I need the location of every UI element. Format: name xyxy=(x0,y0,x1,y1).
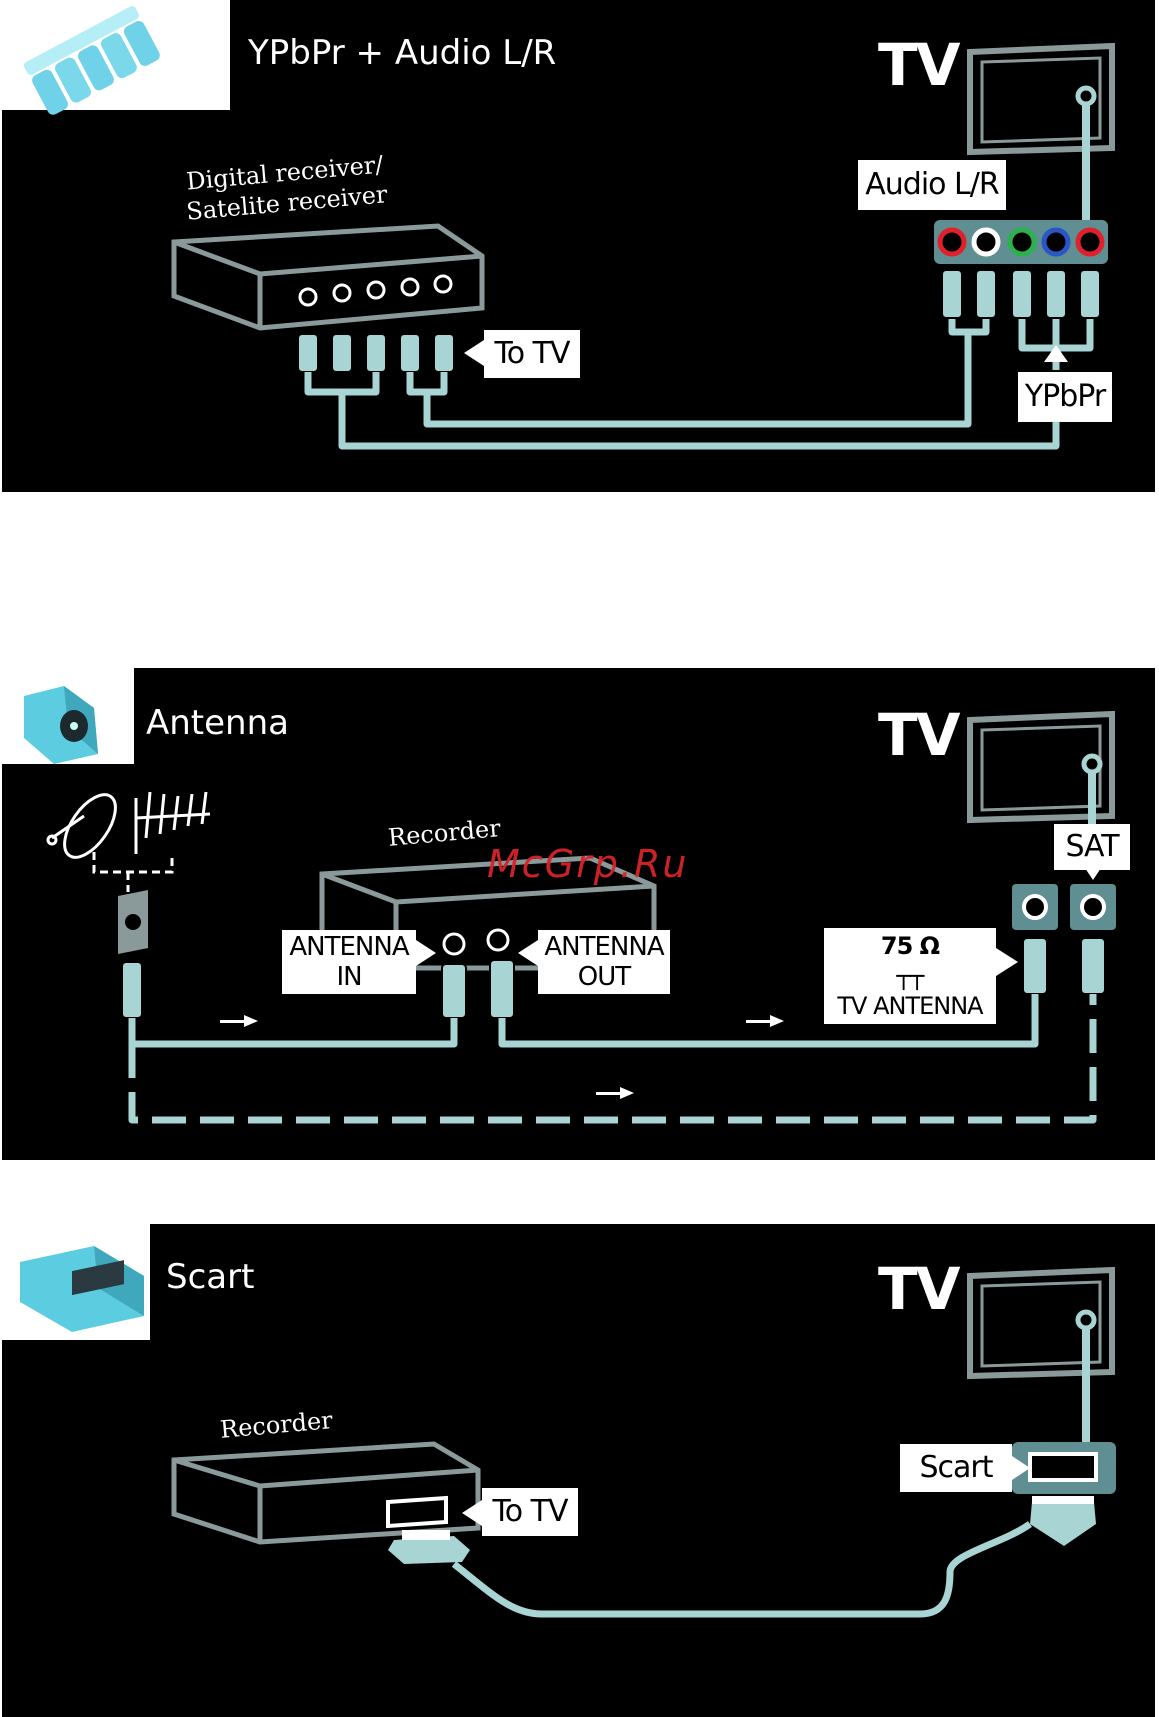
scart-callout: Scart xyxy=(900,1444,1012,1492)
antenna-connection-panel: Antenna TV Recorder ANTENNA IN ANTENNA O… xyxy=(2,668,1155,1160)
tv-label: TV xyxy=(878,706,958,764)
section-title: YPbPr + Audio L/R xyxy=(248,36,556,70)
tv-antenna-callout: 75 Ω ┬┬ TV ANTENNA xyxy=(824,928,996,1024)
antenna-in-line1: ANTENNA xyxy=(289,932,408,962)
ypbpr-callout: YPbPr xyxy=(1018,372,1112,422)
tv-label: TV xyxy=(878,36,958,94)
section-title: Antenna xyxy=(146,706,289,740)
antenna-symbol-icon: ┬┬ xyxy=(897,961,924,991)
to-tv-callout: To TV xyxy=(484,330,580,378)
receiver-plugs xyxy=(298,334,454,372)
tv-antenna-jacks xyxy=(1012,884,1116,994)
to-tv-callout: To TV xyxy=(482,1488,578,1536)
watermark-text: McGrp.Ru xyxy=(487,842,688,886)
tv-label: TV xyxy=(878,1260,958,1318)
tv-antenna-line1: 75 Ω xyxy=(881,931,939,961)
tv-scart-socket xyxy=(1012,1442,1116,1546)
scart-cable xyxy=(454,1524,1030,1614)
sat-callout: SAT xyxy=(1054,824,1130,870)
component-connectors-icon xyxy=(2,0,230,117)
ypbpr-connection-panel: YPbPr + Audio L/R TV Digital receiver/ S… xyxy=(2,0,1155,492)
antenna-out-callout: ANTENNA OUT xyxy=(538,930,670,994)
antenna-in-line2: IN xyxy=(336,962,361,992)
antenna-out-line2: OUT xyxy=(578,962,630,992)
antenna-out-line1: ANTENNA xyxy=(544,932,663,962)
recorder-device xyxy=(174,1444,478,1542)
satellite-dish-icon xyxy=(48,786,125,866)
ypbpr-cables xyxy=(308,318,1090,446)
digital-receiver-device xyxy=(174,226,482,328)
tv-icon xyxy=(970,1270,1112,1446)
tv-jack-panel xyxy=(934,220,1108,318)
scart-plug-icon xyxy=(2,1224,150,1340)
antenna-in-callout: ANTENNA IN xyxy=(282,930,416,994)
antenna-plug-icon xyxy=(2,668,134,764)
tv-icon xyxy=(970,714,1112,838)
wall-socket-icon xyxy=(118,890,148,1018)
section-title: Scart xyxy=(166,1260,254,1294)
scart-connection-panel: Scart TV Recorder To TV Scart xyxy=(2,1224,1155,1717)
tv-antenna-line2: TV ANTENNA xyxy=(837,991,982,1021)
audio-lr-callout: Audio L/R xyxy=(858,160,1006,210)
ypbpr-diagram xyxy=(2,0,1155,492)
aerial-antenna-icon xyxy=(136,792,210,854)
